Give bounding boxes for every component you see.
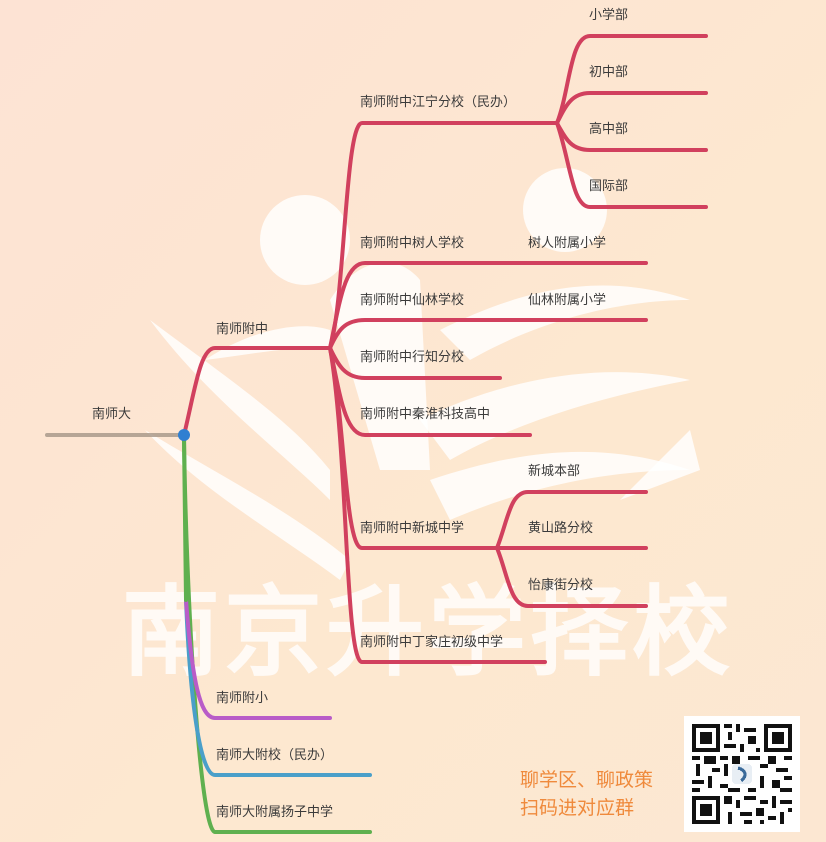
node-nanshifuzhong[interactable]: 南师附中 <box>216 322 269 337</box>
node-xingzhi[interactable]: 南师附中行知分校 <box>360 350 465 365</box>
node-xincheng[interactable]: 南师附中新城中学 <box>360 521 465 536</box>
node-root[interactable]: 南师大 <box>92 407 132 422</box>
node-xiaoxuebu[interactable]: 小学部 <box>589 8 629 23</box>
node-chuzhongbu[interactable]: 初中部 <box>589 65 629 80</box>
root-node-dot[interactable] <box>178 429 190 441</box>
node-jiangning[interactable]: 南师附中江宁分校（民办） <box>360 95 517 110</box>
node-xianlin[interactable]: 南师附中仙林学校 <box>360 293 465 308</box>
watermark-circle-right <box>523 168 607 252</box>
node-gaozhongbu[interactable]: 高中部 <box>589 122 629 137</box>
node-xianlin-primary[interactable]: 仙林附属小学 <box>528 293 607 308</box>
node-fuxiao-minban[interactable]: 南师大附校（民办） <box>216 748 334 763</box>
node-qinhuai[interactable]: 南师附中秦淮科技高中 <box>360 407 491 422</box>
watermark-text: 南京升学择校 <box>122 576 735 690</box>
node-guojibu[interactable]: 国际部 <box>589 179 629 194</box>
node-shuren-primary[interactable]: 树人附属小学 <box>528 236 607 251</box>
node-huangshanlu[interactable]: 黄山路分校 <box>528 521 594 536</box>
node-dingjiazhuang[interactable]: 南师附中丁家庄初级中学 <box>360 635 504 650</box>
qr-code[interactable] <box>684 716 800 832</box>
promo-text: 聊学区、聊政策 扫码进对应群 <box>520 766 653 822</box>
promo-line-2: 扫码进对应群 <box>520 797 635 819</box>
node-shuren[interactable]: 南师附中树人学校 <box>360 236 465 251</box>
node-yikangjie[interactable]: 怡康街分校 <box>528 578 594 593</box>
fuxiao-primary-connector <box>184 598 332 720</box>
nanshifuzhong-connectors <box>182 34 708 664</box>
promo-line-1: 聊学区、聊政策 <box>520 769 654 791</box>
trunk-connector <box>182 438 188 602</box>
node-yangzi[interactable]: 南师大附属扬子中学 <box>216 805 334 820</box>
watermark-circle-left <box>260 195 350 285</box>
node-xincheng-main[interactable]: 新城本部 <box>528 464 581 479</box>
node-nanshifuxiao[interactable]: 南师附小 <box>216 691 269 706</box>
qr-code-icon <box>684 716 800 832</box>
